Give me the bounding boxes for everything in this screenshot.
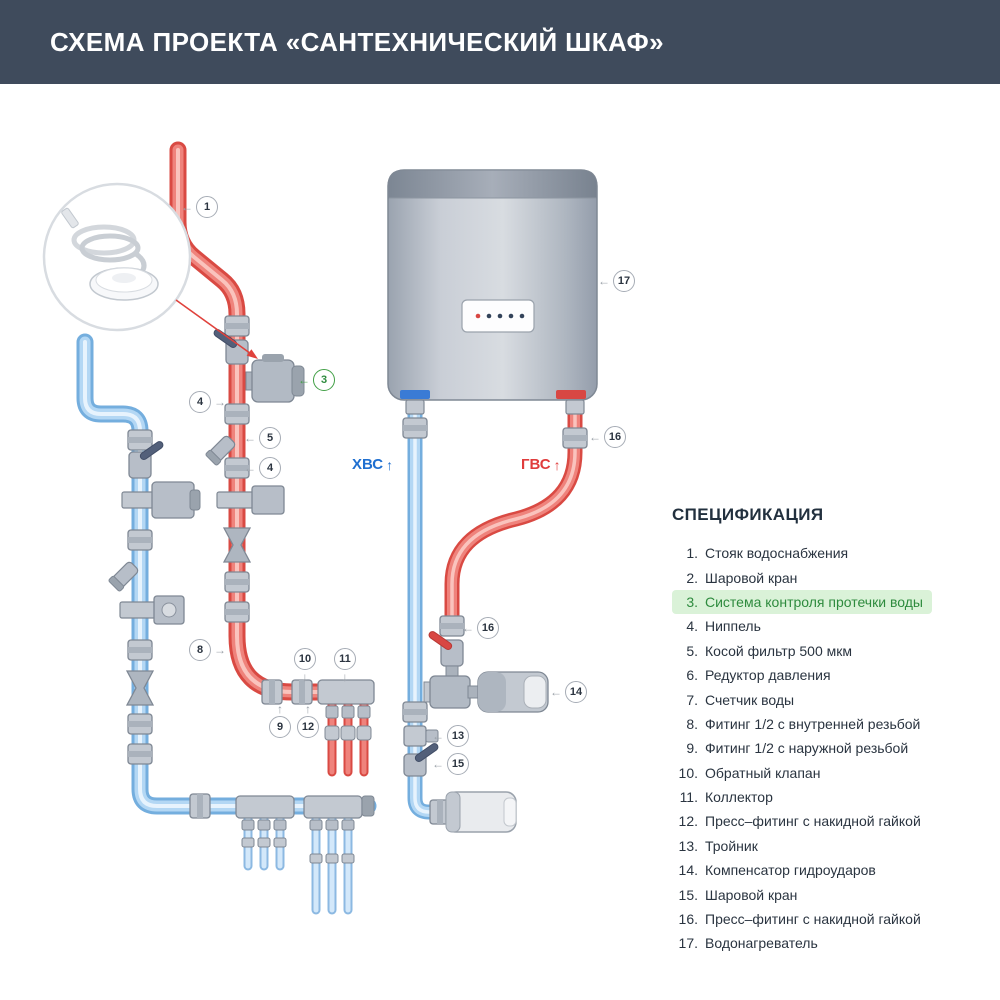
hot-label-text: ГВС — [521, 456, 551, 473]
spec-item-6: 6.Редуктор давления — [686, 667, 831, 684]
callout-14: ← 14 — [550, 681, 587, 703]
pointer-arrow-icon: ← — [432, 729, 444, 743]
spec-item-2: 2.Шаровой кран — [686, 569, 798, 586]
callout-15: ← 15 — [432, 753, 469, 775]
leak-sensor-puck — [89, 267, 159, 301]
cold-water-label: ХВС ↑ — [352, 456, 393, 473]
hot-manifold — [317, 679, 375, 741]
water-heater — [387, 169, 598, 415]
pointer-arrow-icon: ← — [244, 461, 256, 475]
callout-13: ← 13 — [432, 725, 469, 747]
callout-4b: ← 4 — [244, 457, 281, 479]
pointer-arrow-icon: ← — [589, 430, 601, 444]
callout-badge: 5 — [259, 427, 281, 449]
pointer-arrow-icon: ← — [298, 373, 310, 387]
pointer-arrow-icon: → — [214, 643, 226, 657]
callout-9: ↑ 9 — [269, 703, 291, 738]
callout-badge: 11 — [334, 648, 356, 670]
pointer-arrow-icon: ← — [598, 274, 610, 288]
callout-badge: 16 — [604, 426, 626, 448]
callout-8: 8 → — [189, 639, 226, 661]
leak-sensor-inset — [42, 182, 192, 332]
spec-item-11: 11.Коллектор — [679, 789, 773, 806]
hot-supply-pipe — [444, 402, 583, 626]
callout-badge: 4 — [189, 391, 211, 413]
callout-badge: 16 — [477, 617, 499, 639]
spec-item-3-highlighted: 3.Система контроля протечки воды — [672, 589, 932, 615]
spec-item-1: 1.Стояк водоснабжения — [686, 545, 849, 562]
callout-badge: 3 — [313, 369, 335, 391]
pointer-arrow-icon: ← — [181, 200, 193, 214]
cold-supply-fittings — [402, 417, 517, 833]
spec-item-10: 10.Обратный клапан — [678, 764, 821, 781]
pointer-arrow-icon: ↑ — [305, 702, 311, 716]
page-title: СХЕМА ПРОЕКТА «САНТЕХНИЧЕСКИЙ ШКАФ» — [50, 26, 664, 57]
callout-badge: 17 — [613, 270, 635, 292]
callout-badge: 15 — [447, 753, 469, 775]
hot-supply-fittings — [423, 427, 588, 713]
leak-control-valve — [245, 354, 305, 403]
specification-list: 1.Стояк водоснабжения 2.Шаровой кран 3.С… — [672, 541, 990, 956]
spec-item-5: 5.Косой фильтр 500 мкм — [686, 642, 853, 659]
callout-badge: 1 — [196, 196, 218, 218]
cold-manifolds — [235, 795, 375, 864]
pointer-arrow-icon: ← — [550, 685, 562, 699]
cold-riser-fittings — [107, 429, 211, 819]
cold-label-text: ХВС — [352, 456, 384, 473]
pointer-arrow-icon: ↓ — [302, 670, 308, 684]
callout-17: ← 17 — [598, 270, 635, 292]
callout-4a: 4 → — [189, 391, 226, 413]
spec-item-7: 7.Счетчик воды — [686, 691, 795, 708]
spec-item-8: 8.Фитинг 1/2 с внутренней резьбой — [686, 715, 921, 732]
cold-riser-pipe — [76, 333, 377, 815]
hot-riser-pipe — [169, 141, 341, 701]
up-arrow-icon: ↑ — [386, 456, 394, 473]
callout-10: 10 ↓ — [294, 648, 316, 683]
cold-supply-pipe — [407, 404, 454, 820]
pointer-arrow-icon: ← — [244, 431, 256, 445]
callout-11: 11 ↓ — [334, 648, 356, 683]
callout-badge: 14 — [565, 681, 587, 703]
callout-16-upper: ← 16 — [589, 426, 626, 448]
hot-riser-fittings — [204, 315, 313, 705]
pointer-arrow-icon: ↑ — [277, 702, 283, 716]
spec-item-4: 4.Ниппель — [686, 618, 761, 635]
spec-item-17: 17.Водонагреватель — [678, 935, 818, 952]
callout-1: ← 1 — [181, 196, 218, 218]
specification-panel: СПЕЦИФИКАЦИЯ 1.Стояк водоснабжения 2.Шар… — [672, 505, 990, 956]
spec-item-12: 12.Пресс–фитинг с накидной гайкой — [678, 813, 921, 830]
callout-3-leak-system: ← 3 — [298, 369, 335, 391]
page-header: СХЕМА ПРОЕКТА «САНТЕХНИЧЕСКИЙ ШКАФ» — [0, 0, 1000, 84]
callout-badge: 10 — [294, 648, 316, 670]
up-arrow-icon: ↑ — [553, 456, 561, 473]
hot-water-label: ГВС ↑ — [521, 456, 561, 473]
spec-item-16: 16.Пресс–фитинг с накидной гайкой — [678, 911, 921, 928]
specification-title: СПЕЦИФИКАЦИЯ — [672, 505, 824, 524]
spec-item-15: 15.Шаровой кран — [678, 886, 798, 903]
callout-badge: 4 — [259, 457, 281, 479]
spec-item-9: 9.Фитинг 1/2 с наружной резьбой — [686, 740, 909, 757]
spec-item-13: 13.Тройник — [678, 837, 758, 854]
callout-5: ← 5 — [244, 427, 281, 449]
callout-badge: 12 — [297, 716, 319, 738]
callout-badge: 9 — [269, 716, 291, 738]
bottom-compensator — [445, 791, 517, 833]
spec-item-14: 14.Компенсатор гидроударов — [678, 862, 876, 879]
heater-control-panel — [461, 299, 535, 333]
callout-12: ↑ 12 — [297, 703, 319, 738]
pointer-arrow-icon: ← — [462, 621, 474, 635]
hydro-compensator — [477, 671, 549, 713]
callout-badge: 13 — [447, 725, 469, 747]
pointer-arrow-icon: ← — [432, 757, 444, 771]
inset-pointer-line — [175, 299, 258, 359]
callout-badge: 8 — [189, 639, 211, 661]
pointer-arrow-icon: ↓ — [342, 670, 348, 684]
callout-16-lower: ← 16 — [462, 617, 499, 639]
pointer-arrow-icon: → — [214, 395, 226, 409]
